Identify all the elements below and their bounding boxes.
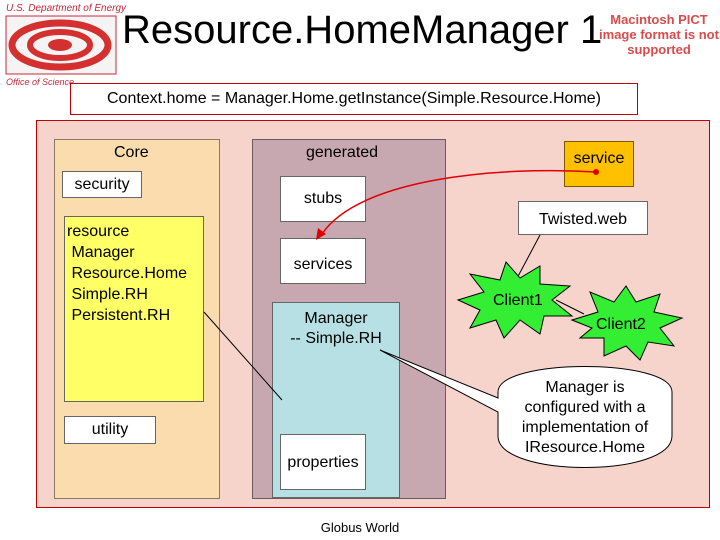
generated-label: generated — [306, 144, 379, 161]
resource-line: Manager — [67, 244, 135, 261]
security-box: security — [62, 171, 142, 198]
footer-label: Globus World — [320, 520, 400, 535]
client1-client2-line — [555, 299, 585, 315]
utility-box: utility — [64, 416, 156, 444]
callout-line: configured with a — [524, 399, 646, 416]
office-label: Office of Science — [6, 77, 75, 87]
pict-notice: Macintosh PICT image format is not suppo… — [599, 12, 719, 57]
service-box: service — [564, 141, 634, 187]
stubs-box: stubs — [280, 176, 366, 222]
service-to-services-arrow — [321, 169, 597, 235]
arrow-start-dot — [593, 169, 599, 175]
arrow-head-icon — [316, 228, 326, 240]
twisted-client1-line — [514, 234, 541, 283]
department-label: U.S. Department of Energy — [6, 3, 127, 14]
context-code-line: Context.home = Manager.Home.getInstance(… — [70, 83, 638, 115]
manager-line: Manager — [304, 310, 368, 327]
client2-burst-icon — [570, 285, 684, 361]
resource-to-manager-line — [203, 311, 283, 401]
client2-label: Client2 — [596, 316, 646, 333]
client1-burst-icon — [456, 261, 574, 339]
callout-line: implementation of — [521, 419, 649, 436]
callout-text: Manager is configured with a implementat… — [500, 378, 670, 458]
resource-line: resource — [67, 223, 130, 240]
services-box: services — [280, 238, 366, 284]
callout-line: IResource.Home — [524, 439, 646, 456]
manager-line: -- Simple.RH — [290, 330, 382, 347]
properties-box: properties — [280, 434, 366, 490]
twisted-web-box: Twisted.web — [518, 201, 648, 235]
callout-line: Manager is — [545, 379, 625, 396]
resource-box: resource Manager Resource.Home Simple.RH… — [64, 216, 204, 402]
callout-bubble — [379, 349, 673, 468]
core-label: Core — [114, 144, 149, 161]
page-title: Resource.HomeManager 1 — [122, 8, 603, 52]
resource-line: Resource.Home — [67, 265, 188, 282]
client1-label: Client1 — [493, 292, 543, 309]
resource-line: Simple.RH — [67, 286, 148, 303]
resource-line: Persistent.RH — [67, 307, 171, 324]
